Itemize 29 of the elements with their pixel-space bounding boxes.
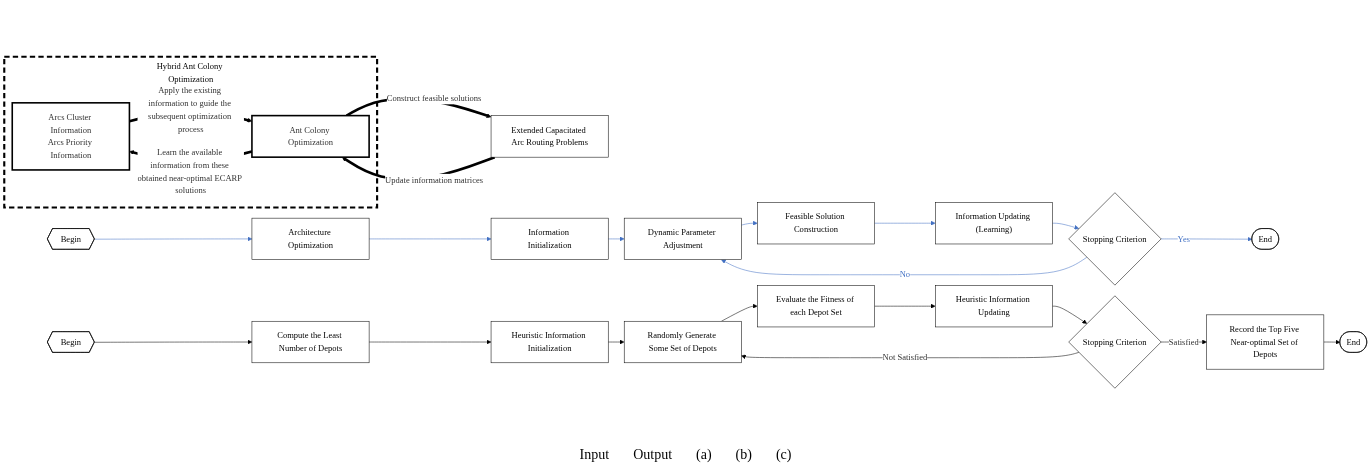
node-diamond: Stopping Criterion [1068,295,1162,389]
node-box: Ant Colony Optimization [251,114,370,158]
caption-label: (b) [735,447,752,463]
edge-label: Not Satisfied [882,352,928,362]
node-box: Heuristic Information Initialization [490,320,609,364]
caption-label: Input [579,447,610,463]
node-box: Information Updating (Learning) [935,202,1053,245]
node-box: Compute the Least Number of Depots [251,320,370,364]
node-box: Arcs Cluster Information Arcs Priority Information [11,102,131,171]
node-box: Evaluate the Fitness of each Depot Set [757,285,875,328]
node-box: Randomly Generate Some Set of Depots [623,320,742,364]
node-box: Feasible Solution Construction [757,202,875,245]
caption-label: (a) [696,447,712,463]
node-box: Extended Capacitated Arc Routing Problems [490,115,609,158]
node-diamond: Stopping Criterion [1068,192,1162,286]
edge-label: Yes [1177,234,1190,244]
edge-label: Apply the existing information to guide the subsequent optimization process [148,85,232,134]
node-box: Architecture Optimization [251,217,370,260]
caption-label: (c) [775,447,792,463]
node-box: Heuristic Information Updating [935,285,1053,328]
caption-label: Output [633,447,672,463]
edge-label: Satisfied [1168,337,1199,347]
node-box: Information Initialization [490,217,609,260]
node-box: Record the Top Five Near-optimal Set of Depots [1206,314,1325,370]
edge-label: No [899,269,911,280]
edge-label: Learn the available information from these obtained near-optimal ECARP solutions [137,147,242,195]
node-box: Dynamic Parameter Adjustment [623,217,742,260]
edge-label: Construct feasible solutions [386,93,482,103]
edge-label: Update information matrices [385,175,484,185]
